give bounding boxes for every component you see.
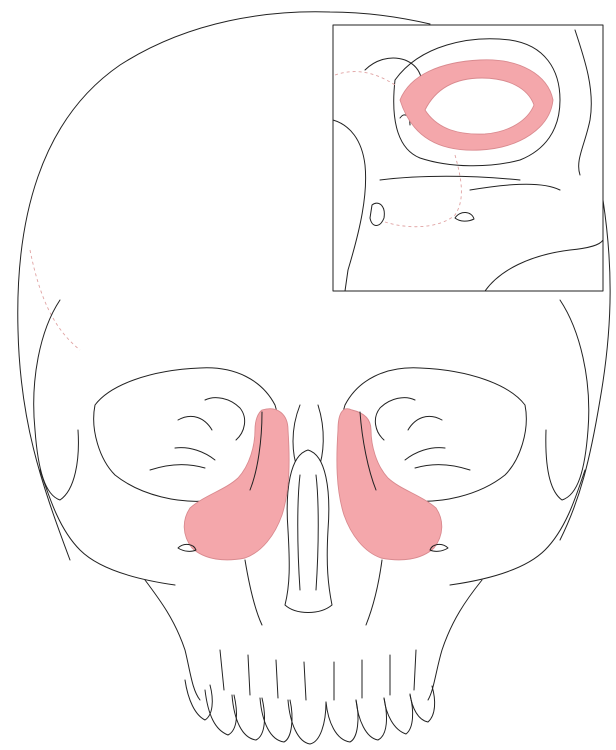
tooth [185,680,212,720]
tooth [410,686,435,722]
upper-teeth [185,650,435,744]
tooth [384,695,413,734]
left-zygomatic-arch [40,470,175,585]
right-temporal [546,300,589,500]
tooth-root-lines [220,650,416,700]
right-orbit-inner [375,398,470,470]
left-orbit-inner [150,398,245,470]
right-zygomatic-arch [450,470,585,585]
cranium-inner-line [30,250,80,350]
tooth [288,700,326,744]
right-maxillary-sinus [337,409,442,560]
maxilla-right-contour [428,580,482,700]
left-maxillary-sinus [184,409,289,560]
nasal-aperture [285,450,332,613]
inset-orbit-detail [333,25,603,291]
maxilla-left-contour [145,580,200,700]
tooth [356,698,386,740]
tooth [326,700,358,742]
